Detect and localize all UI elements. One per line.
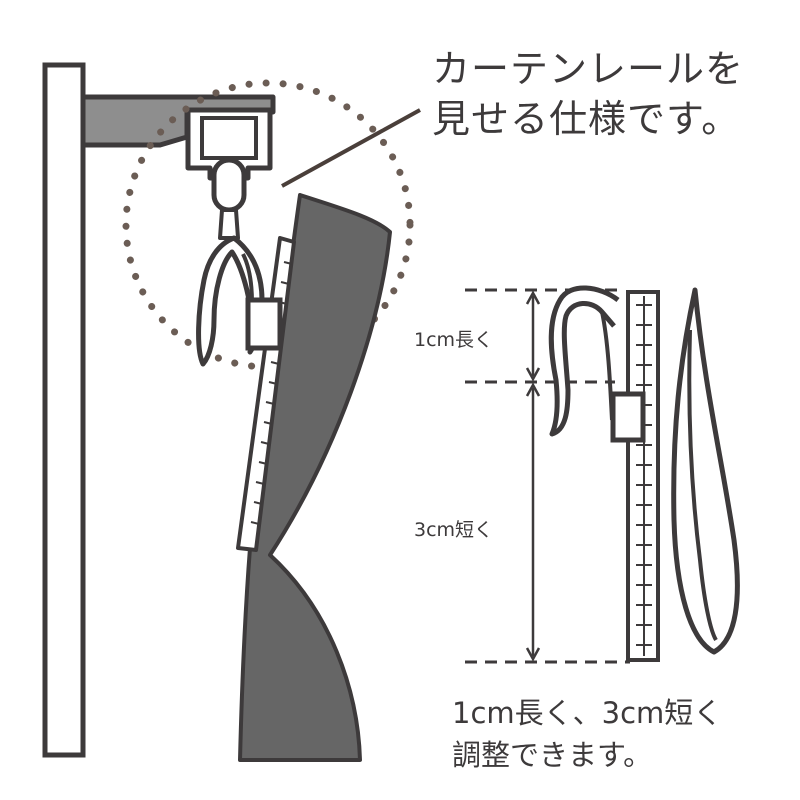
callout-line-1: カーテンレールを [432, 47, 745, 91]
leader-line [281, 108, 421, 188]
dimension-label-shorter: 3cm短く [414, 519, 494, 541]
dimension-guides [465, 288, 630, 664]
dimension-label-longer: 1cm長く [414, 329, 494, 351]
adjustable-hook-detail [548, 285, 740, 662]
caption-text: 1cm長く、3cm短く 調整できます。 [452, 692, 792, 776]
dimension-arrows [525, 290, 541, 662]
window-frame [42, 62, 86, 758]
caption-line-1: 1cm長く、3cm短く [452, 696, 723, 730]
callout-line-2: 見せる仕様です。 [432, 97, 741, 141]
rail-runner-hook [196, 157, 283, 367]
caption-line-2: 調整できます。 [452, 738, 653, 772]
callout-text: カーテンレールを 見せる仕様です。 [432, 44, 792, 144]
